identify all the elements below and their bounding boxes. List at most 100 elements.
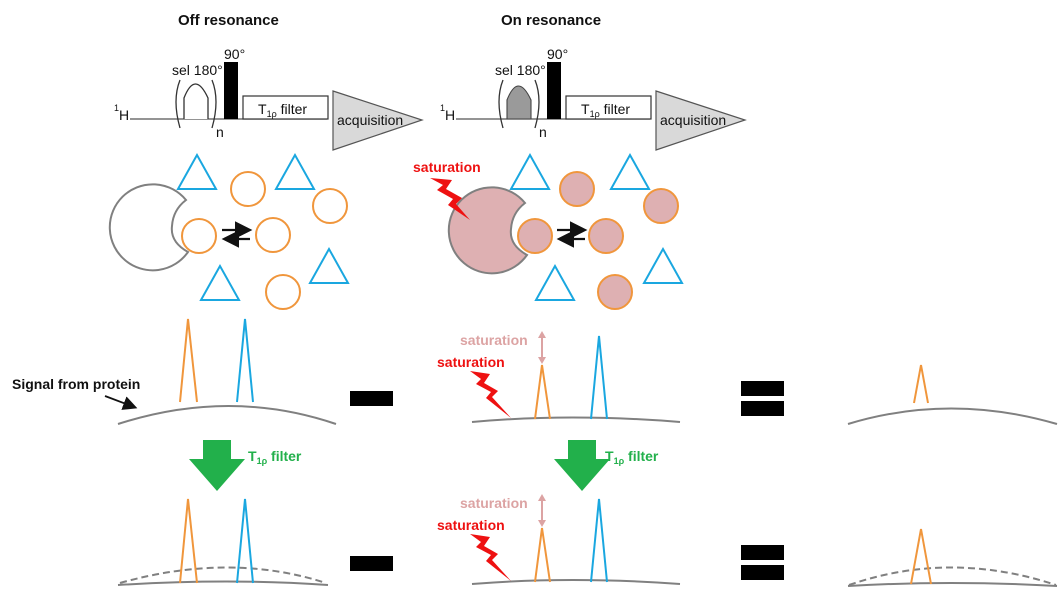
bound-ligand-circle (181, 218, 217, 254)
ligand-circle (312, 188, 348, 224)
hard-pulse-90 (547, 62, 561, 119)
bracket-right (211, 79, 217, 129)
acquisition-triangle (655, 90, 747, 151)
t1rho-filter-arrow-on: T1ρ filter (554, 440, 659, 491)
nonbinder-triangle (534, 263, 576, 301)
selective-pulse-shape-filled (506, 85, 532, 120)
nonbinder-peak (590, 498, 608, 583)
spectrum-on-row1: saturation saturation (437, 331, 681, 423)
nonbinder-peak (590, 335, 608, 420)
equals-operator (741, 545, 784, 580)
acquisition-label: acquisition (660, 112, 726, 128)
spectrum-off-row1: Signal from protein (12, 318, 337, 425)
hard-pulse-90 (224, 62, 238, 119)
protein-broad-signal (847, 407, 1058, 425)
spectrum-on-row2: saturation saturation (437, 494, 681, 585)
nucleus-label: H (445, 107, 455, 123)
acquisition-triangle (332, 90, 424, 151)
signal-from-protein-label: Signal from protein (12, 376, 140, 392)
saturated-protein-shape (447, 186, 529, 275)
lightning-bolt-icon (430, 178, 470, 220)
repeat-label: n (539, 124, 547, 140)
protein-pointer-arrow (104, 395, 138, 410)
nonbinder-peak (236, 498, 254, 584)
bracket-right (534, 79, 540, 129)
nonbinder-triangle (642, 246, 684, 284)
arrowhead-down (538, 520, 546, 527)
filter-label: T1ρ filter (581, 101, 630, 119)
t1rho-filter-block (565, 95, 652, 120)
molecules-on: saturation (413, 152, 684, 310)
spectrum-off-row2 (117, 498, 329, 586)
protein-filtered-dashed (119, 566, 327, 584)
selective-pulse-shape (183, 83, 209, 119)
saturation-label: saturation (413, 159, 481, 175)
acquisition-label: acquisition (337, 112, 403, 128)
nucleus-label: H (119, 107, 129, 123)
bracket-left (175, 79, 181, 129)
protein-filtered-dashed (848, 566, 1057, 586)
equals-bar-bottom (741, 401, 784, 416)
saturation-label: saturation (437, 517, 505, 533)
protein-residual-signal (847, 582, 1058, 587)
saturated-ligand (559, 171, 595, 207)
pulse-sequence-off: 1 H sel 180° n 90° T1ρ filter acquisitio… (114, 46, 424, 151)
saturation-transfer-label: saturation (460, 495, 528, 511)
nonbinder-triangle (509, 152, 551, 190)
protein-broad-signal (471, 416, 681, 423)
arrowhead-down (538, 357, 546, 364)
sel-pulse-label: sel 180° (495, 62, 546, 78)
down-arrow-icon (189, 440, 245, 491)
ligand-peak-reduced (534, 364, 551, 420)
saturation-transfer-label: saturation (460, 332, 528, 348)
t1rho-filter-label: T1ρ filter (605, 448, 659, 466)
nonbinder-triangle (274, 152, 316, 190)
equals-operator (741, 381, 784, 416)
t1rho-filter-arrow-off: T1ρ filter (189, 440, 302, 491)
protein-shape (108, 183, 190, 272)
bracket-left (498, 79, 504, 129)
ligand-circle (265, 274, 301, 310)
ligand-circle (230, 171, 266, 207)
equals-bar-bottom (741, 565, 784, 580)
saturated-bound-ligand (517, 218, 553, 254)
difference-spectrum-row2 (847, 528, 1058, 587)
hard-pulse-label: 90° (224, 46, 245, 62)
ligand-peak-reduced (534, 527, 551, 583)
nonbinder-triangle (308, 246, 350, 284)
ligand-peak (179, 318, 198, 403)
nonbinder-triangle (199, 263, 241, 301)
t1rho-filter-label: T1ρ filter (248, 448, 302, 466)
ligand-difference-peak (913, 364, 929, 404)
saturated-ligand (643, 188, 679, 224)
nonbinder-peak (236, 318, 254, 403)
nonbinder-triangle (176, 152, 218, 190)
sel-pulse-label: sel 180° (172, 62, 223, 78)
hard-pulse-label: 90° (547, 46, 568, 62)
nucleus-superscript: 1 (440, 103, 445, 113)
equals-bar-top (741, 545, 784, 560)
saturation-label: saturation (437, 354, 505, 370)
difference-spectrum-row1 (847, 364, 1058, 425)
minus-operator (350, 391, 393, 406)
off-resonance-title: Off resonance (178, 12, 279, 29)
protein-residual-signal (471, 579, 681, 585)
protein-residual-signal (117, 580, 329, 586)
molecules-off (108, 152, 350, 310)
nucleus-superscript: 1 (114, 103, 119, 113)
arrowhead-up (538, 494, 546, 501)
down-arrow-icon (554, 440, 610, 491)
minus-operator (350, 556, 393, 571)
on-resonance-title: On resonance (501, 12, 601, 29)
lightning-bolt-icon (470, 534, 511, 581)
protein-broad-signal (117, 405, 337, 425)
ligand-circle (255, 217, 291, 253)
saturated-ligand (597, 274, 633, 310)
saturated-ligand (588, 218, 624, 254)
repeat-label: n (216, 124, 224, 140)
nonbinder-triangle (609, 152, 651, 190)
pulse-sequence-on: 1 H sel 180° n 90° T1ρ filter acquisitio… (440, 46, 747, 151)
ligand-difference-peak (910, 528, 932, 585)
arrowhead-up (538, 331, 546, 338)
